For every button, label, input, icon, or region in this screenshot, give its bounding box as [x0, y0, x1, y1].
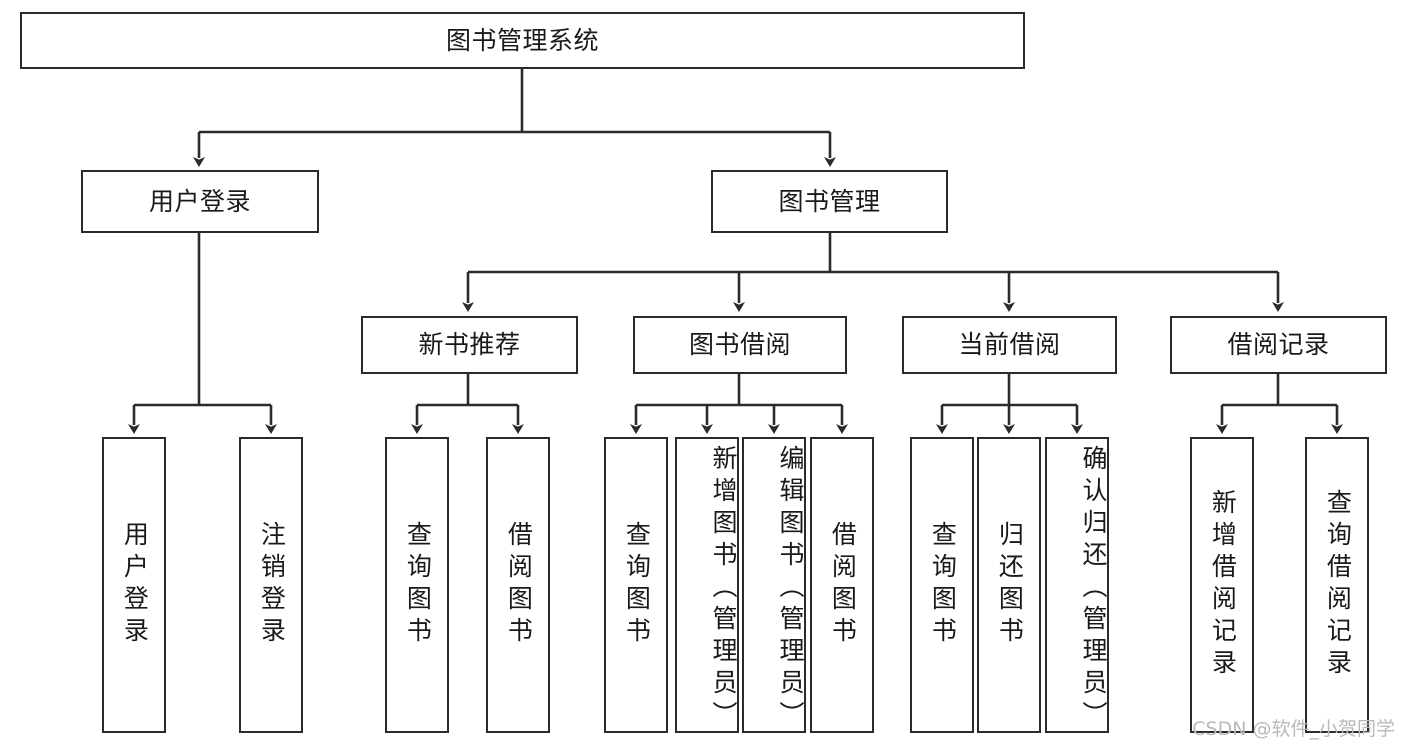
leaf-query-record[interactable]: 查询借阅记录	[1305, 437, 1369, 733]
node-label: 图书借阅	[688, 330, 791, 360]
leaf-confirm-return[interactable]: 确认归还（管理员）	[1045, 437, 1109, 733]
leaf-label: 用户登录	[120, 521, 150, 649]
node-book-management[interactable]: 图书管理	[711, 170, 948, 233]
node-current-borrow[interactable]: 当前借阅	[902, 316, 1117, 374]
node-new-book-recommend[interactable]: 新书推荐	[361, 316, 578, 374]
leaf-label: 查询图书	[928, 521, 958, 649]
leaf-user-login[interactable]: 用户登录	[102, 437, 166, 733]
leaf-add-book[interactable]: 新增图书（管理员）	[675, 437, 739, 733]
leaf-add-record[interactable]: 新增借阅记录	[1190, 437, 1254, 733]
csdn-watermark: CSDN @软件_小贺同学	[1192, 718, 1395, 740]
leaf-return-book[interactable]: 归还图书	[977, 437, 1041, 733]
node-label: 图书管理系统	[445, 25, 599, 55]
leaf-label: 编辑图书（管理员）	[776, 445, 805, 733]
leaf-label: 查询图书	[403, 521, 433, 649]
leaf-label: 新增图书（管理员）	[709, 445, 738, 733]
node-label: 图书管理	[778, 186, 881, 216]
leaf-label: 查询借阅记录	[1323, 489, 1353, 681]
node-label: 当前借阅	[958, 330, 1061, 360]
leaf-label: 新增借阅记录	[1208, 489, 1238, 681]
leaf-label: 借阅图书	[828, 521, 858, 649]
leaf-label: 注销登录	[257, 521, 287, 649]
leaf-query-book-3[interactable]: 查询图书	[910, 437, 974, 733]
leaf-query-book-1[interactable]: 查询图书	[385, 437, 449, 733]
node-book-management-system[interactable]: 图书管理系统	[20, 12, 1025, 69]
node-user-login[interactable]: 用户登录	[81, 170, 319, 233]
node-label: 新书推荐	[418, 330, 521, 360]
node-borrow-record[interactable]: 借阅记录	[1170, 316, 1387, 374]
node-book-borrow[interactable]: 图书借阅	[633, 316, 847, 374]
leaf-logout-login[interactable]: 注销登录	[239, 437, 303, 733]
leaf-edit-book[interactable]: 编辑图书（管理员）	[742, 437, 806, 733]
leaf-query-book-2[interactable]: 查询图书	[604, 437, 668, 733]
leaf-label: 借阅图书	[504, 521, 534, 649]
node-label: 用户登录	[148, 186, 251, 216]
leaf-borrow-book-2[interactable]: 借阅图书	[810, 437, 874, 733]
leaf-label: 归还图书	[995, 521, 1025, 649]
leaf-label: 确认归还（管理员）	[1079, 445, 1108, 733]
leaf-borrow-book-1[interactable]: 借阅图书	[486, 437, 550, 733]
leaf-label: 查询图书	[622, 521, 652, 649]
node-label: 借阅记录	[1227, 330, 1330, 360]
